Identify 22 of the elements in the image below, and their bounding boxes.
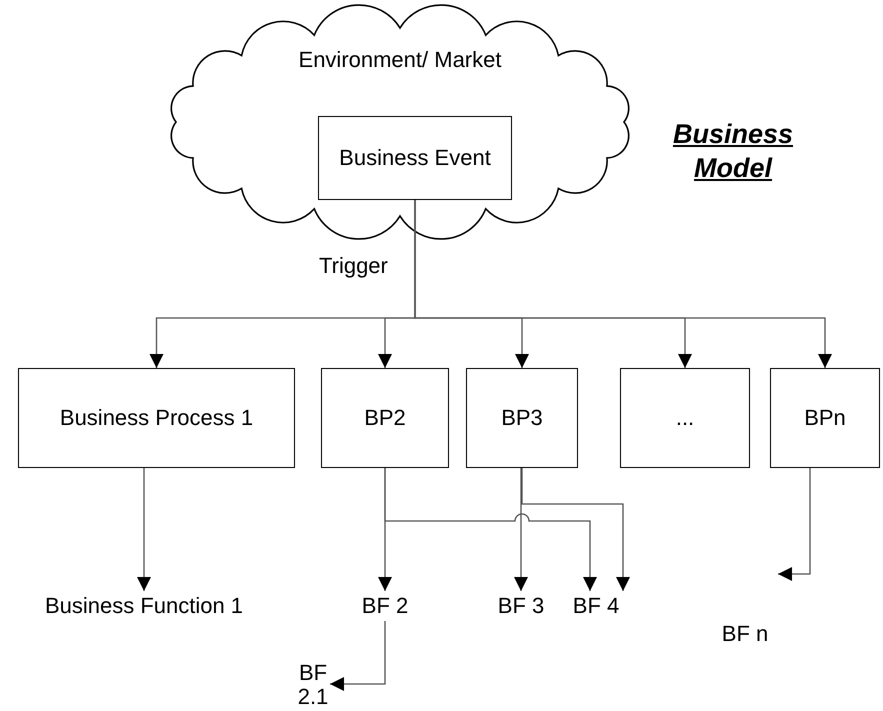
arrow bbox=[384, 468, 597, 591]
diagram-title: Business Model bbox=[672, 118, 794, 185]
process-box: BPn bbox=[770, 368, 880, 468]
function-label: BF 2.1 bbox=[296, 660, 330, 710]
process-box: BP3 bbox=[466, 368, 578, 468]
arrow bbox=[137, 468, 151, 591]
cloud-label: Environment/ Market bbox=[298, 48, 502, 72]
function-label: Business Function 1 bbox=[10, 591, 278, 621]
process-box: Business Event bbox=[318, 116, 512, 200]
arrow bbox=[414, 200, 832, 368]
process-box: BP2 bbox=[321, 368, 449, 468]
edge-label: Trigger bbox=[319, 255, 388, 277]
function-label: BF 3 bbox=[491, 591, 551, 621]
arrow bbox=[521, 468, 630, 591]
process-box: ... bbox=[620, 368, 750, 468]
arrow bbox=[778, 468, 811, 581]
function-label: BF 4 bbox=[564, 591, 628, 621]
function-label: BF 2 bbox=[355, 591, 415, 621]
process-box: Business Process 1 bbox=[18, 368, 295, 468]
arrow bbox=[330, 621, 386, 691]
arrow bbox=[514, 468, 528, 591]
function-label: BF n bbox=[712, 564, 778, 646]
